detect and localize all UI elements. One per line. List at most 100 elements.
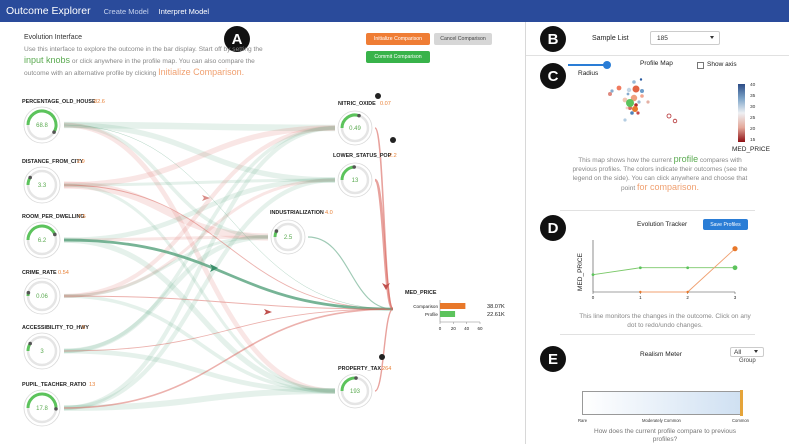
save-profiles-button[interactable]: Save Profiles bbox=[703, 219, 748, 230]
direct-flow-link[interactable] bbox=[63, 184, 394, 310]
radius-slider-thumb[interactable] bbox=[603, 61, 611, 69]
panel-divider bbox=[525, 22, 526, 444]
knob-arc[interactable] bbox=[26, 224, 57, 241]
knob-handle[interactable] bbox=[352, 165, 356, 169]
evolution-tracker-description: This line monitors the changes in the ou… bbox=[579, 313, 751, 329]
variable-label: LOWER_STATUS_POP bbox=[333, 153, 392, 159]
mediator-flow-link[interactable] bbox=[307, 236, 394, 310]
direct-flow-link[interactable] bbox=[63, 295, 394, 310]
flow-link[interactable] bbox=[63, 121, 336, 132]
variable-value: 0.07 bbox=[380, 101, 391, 107]
sample-select[interactable]: 185 bbox=[650, 31, 720, 45]
variable-label: PERCENTAGE_OLD_HOUSE bbox=[22, 99, 96, 105]
sample-list-label: Sample List bbox=[592, 35, 629, 42]
knob-handle[interactable] bbox=[54, 407, 58, 411]
direct-flow-link[interactable] bbox=[63, 308, 394, 409]
knob-value: 17.8 bbox=[36, 406, 48, 412]
direct-flow-link[interactable] bbox=[63, 308, 394, 352]
marker-c: C bbox=[540, 63, 566, 89]
knob-handle[interactable] bbox=[28, 341, 32, 346]
flow-link[interactable] bbox=[63, 237, 336, 394]
flow-link[interactable] bbox=[63, 178, 336, 187]
knob-handle[interactable] bbox=[53, 232, 57, 237]
colorbar-tick: 20 bbox=[750, 127, 756, 132]
close-icon[interactable] bbox=[390, 137, 396, 143]
commit-comparison-button[interactable]: Commit Comparison bbox=[366, 51, 430, 63]
initialize-comparison-button[interactable]: Initialize Comparison bbox=[366, 33, 430, 45]
variable-value: 5 bbox=[82, 325, 85, 331]
flow-link[interactable] bbox=[63, 183, 336, 393]
colorbar-tick: 15 bbox=[750, 138, 756, 143]
flow-link[interactable] bbox=[63, 122, 336, 183]
marker-e: E bbox=[540, 346, 566, 372]
variable-label: ACCESSIBILITY_TO_HWY bbox=[22, 325, 89, 331]
flow-link[interactable] bbox=[63, 177, 336, 243]
variable-label: PROPERTY_TAX bbox=[338, 366, 381, 372]
group-select[interactable]: All bbox=[730, 347, 764, 357]
flow-link[interactable] bbox=[63, 177, 336, 411]
variable-label: NITRIC_OXIDE bbox=[338, 101, 376, 107]
flow-link[interactable] bbox=[63, 122, 336, 394]
flow-link[interactable] bbox=[63, 235, 269, 298]
flow-link[interactable] bbox=[63, 348, 336, 394]
chevron-down-icon bbox=[754, 350, 758, 353]
knob-handle[interactable] bbox=[28, 175, 32, 180]
mediator-flow-link[interactable] bbox=[374, 308, 394, 392]
flow-link[interactable] bbox=[63, 123, 269, 239]
cancel-comparison-button[interactable]: Cancel Comparison bbox=[434, 33, 492, 45]
tracker-comparison-dot[interactable] bbox=[639, 290, 642, 294]
show-axis-label: Show axis bbox=[707, 61, 737, 68]
knob-arc[interactable] bbox=[26, 392, 58, 409]
tracker-comparison-dot[interactable] bbox=[686, 290, 689, 294]
knob-value: 68.8 bbox=[36, 123, 48, 129]
knob-handle[interactable] bbox=[354, 376, 358, 380]
variable-value: 0.54 bbox=[58, 270, 69, 276]
knob-handle[interactable] bbox=[357, 113, 361, 118]
nav-create-model[interactable]: Create Model bbox=[103, 6, 149, 16]
flow-link[interactable] bbox=[63, 126, 336, 353]
flow-link[interactable] bbox=[63, 178, 336, 298]
flow-link[interactable] bbox=[63, 125, 336, 411]
flow-link[interactable] bbox=[63, 125, 336, 299]
flow-link[interactable] bbox=[63, 125, 336, 188]
outcome-bar bbox=[440, 303, 466, 309]
outcome-label: MED_PRICE bbox=[405, 290, 437, 296]
knob-value: 13 bbox=[352, 178, 359, 184]
tracker-y-label: MED_PRICE bbox=[577, 252, 584, 291]
flow-link[interactable] bbox=[63, 294, 336, 393]
direct-flow-link[interactable] bbox=[63, 238, 394, 311]
variable-value: 2.2 bbox=[389, 153, 397, 159]
evolution-title: Evolution Interface bbox=[24, 34, 82, 41]
variable-label: INDUSTRIALIZATION bbox=[270, 210, 324, 216]
tracker-tick-label: 0 bbox=[592, 295, 595, 300]
knob-handle[interactable] bbox=[274, 229, 279, 233]
flow-arrow bbox=[210, 264, 218, 272]
flow-arrow bbox=[264, 309, 272, 315]
radius-slider-track[interactable] bbox=[568, 64, 608, 66]
flow-link[interactable] bbox=[63, 388, 336, 411]
flow-link[interactable] bbox=[63, 234, 269, 354]
close-icon[interactable] bbox=[375, 93, 381, 99]
mediator-flow-link[interactable] bbox=[373, 178, 395, 311]
variable-label: PUPIL_TEACHER_RATIO bbox=[22, 382, 86, 388]
tracker-comparison-dot[interactable] bbox=[732, 246, 738, 252]
group-select-value: All bbox=[734, 348, 742, 356]
tracker-profile-dot[interactable] bbox=[638, 266, 642, 270]
variable-label: DISTANCE_FROM_CITY bbox=[22, 159, 84, 165]
nav-interpret-model[interactable]: Interpret Model bbox=[158, 6, 210, 16]
tracker-profile-dot[interactable] bbox=[732, 265, 738, 271]
knob-handle[interactable] bbox=[26, 290, 31, 295]
tracker-profile-dot[interactable] bbox=[686, 266, 690, 270]
tracker-profile-dot[interactable] bbox=[591, 273, 595, 277]
outcome-tick-label: 40 bbox=[464, 326, 470, 331]
profile-map-scatter[interactable] bbox=[600, 78, 710, 140]
evolution-graph[interactable]: 68.8PERCENTAGE_OLD_HOUSE82.63.3DISTANCE_… bbox=[0, 22, 525, 444]
variable-value: 13 bbox=[89, 382, 95, 388]
direct-flow-link[interactable] bbox=[63, 124, 394, 310]
knob-handle[interactable] bbox=[52, 130, 56, 134]
knob-arc[interactable] bbox=[340, 113, 360, 129]
show-axis-checkbox[interactable] bbox=[697, 62, 704, 69]
knob-arc[interactable] bbox=[26, 109, 58, 133]
close-icon[interactable] bbox=[379, 354, 385, 360]
